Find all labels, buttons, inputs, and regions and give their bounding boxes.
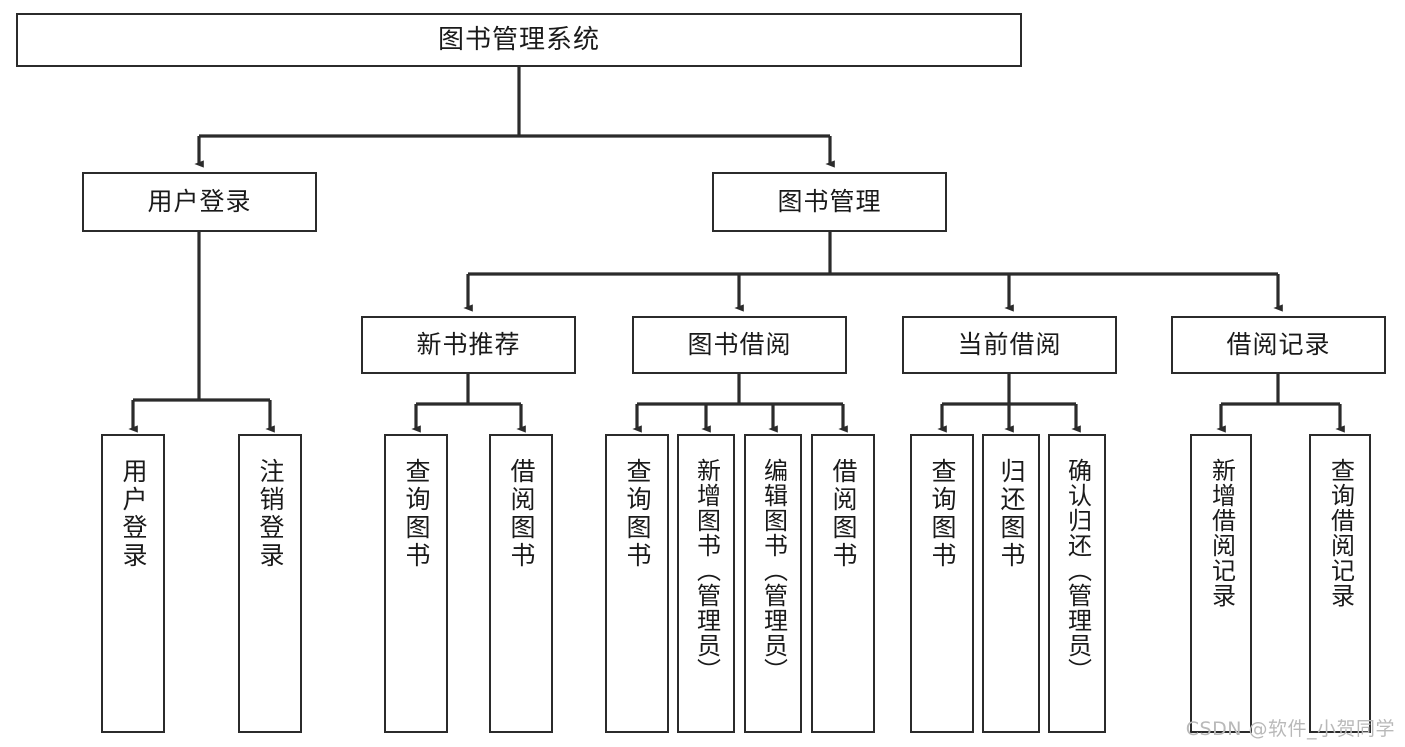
node-label: 新书推荐 — [416, 330, 521, 360]
leaf-current-query-book[interactable]: 查询图书 — [910, 434, 974, 733]
node-label: 编辑图书（管理员） — [759, 458, 788, 683]
node-label: 查询图书 — [928, 458, 957, 570]
node-label: 图书管理系统 — [437, 24, 600, 55]
leaf-borrow-query-book[interactable]: 查询图书 — [605, 434, 669, 733]
leaf-user-login-logout[interactable]: 注销登录 — [238, 434, 302, 733]
node-label: 借阅记录 — [1226, 330, 1331, 360]
node-label: 注销登录 — [256, 458, 285, 570]
node-label: 查询借阅记录 — [1326, 458, 1355, 608]
leaf-record-add-record[interactable]: 新增借阅记录 — [1190, 434, 1252, 733]
node-label: 新增借阅记录 — [1207, 458, 1236, 608]
node-root-system[interactable]: 图书管理系统 — [16, 13, 1022, 67]
node-label: 用户登录 — [119, 458, 148, 570]
leaf-borrow-add-book-admin[interactable]: 新增图书（管理员） — [677, 434, 735, 733]
node-label: 借阅图书 — [829, 458, 858, 570]
node-label: 查询图书 — [402, 458, 431, 570]
leaf-borrow-edit-book-admin[interactable]: 编辑图书（管理员） — [744, 434, 802, 733]
leaf-current-return-book[interactable]: 归还图书 — [982, 434, 1040, 733]
node-label: 用户登录 — [147, 187, 252, 217]
node-label: 查询图书 — [623, 458, 652, 570]
node-label: 确认归还（管理员） — [1063, 458, 1092, 683]
node-label: 新增图书（管理员） — [692, 458, 721, 683]
node-current-borrow[interactable]: 当前借阅 — [902, 316, 1117, 374]
node-new-book-recommend[interactable]: 新书推荐 — [361, 316, 576, 374]
leaf-borrow-borrow-book[interactable]: 借阅图书 — [811, 434, 875, 733]
leaf-current-confirm-return-admin[interactable]: 确认归还（管理员） — [1048, 434, 1106, 733]
leaf-user-login-login[interactable]: 用户登录 — [101, 434, 165, 733]
node-borrow-record[interactable]: 借阅记录 — [1171, 316, 1386, 374]
node-book-borrow[interactable]: 图书借阅 — [632, 316, 847, 374]
node-user-login[interactable]: 用户登录 — [82, 172, 317, 232]
leaf-record-query-record[interactable]: 查询借阅记录 — [1309, 434, 1371, 733]
node-label: 当前借阅 — [957, 330, 1062, 360]
node-label: 图书管理 — [777, 187, 882, 217]
leaf-recommend-borrow-book[interactable]: 借阅图书 — [489, 434, 553, 733]
node-label: 借阅图书 — [507, 458, 536, 570]
node-label: 图书借阅 — [687, 330, 792, 360]
node-book-management[interactable]: 图书管理 — [712, 172, 947, 232]
node-label: 归还图书 — [997, 458, 1026, 570]
leaf-recommend-query-book[interactable]: 查询图书 — [384, 434, 448, 733]
